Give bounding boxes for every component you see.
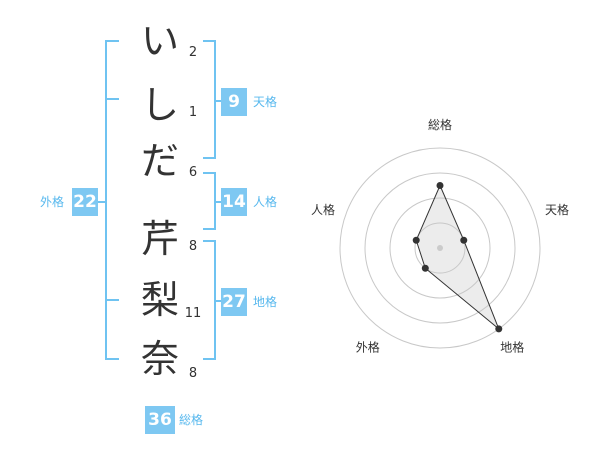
jinkaku-value-badge: 14 xyxy=(221,188,247,216)
tenkaku-bracket-bottom-tick xyxy=(203,157,216,159)
given-char-2: 梨 xyxy=(140,278,179,322)
radar-ring xyxy=(339,147,541,349)
tenkaku-bracket-line xyxy=(214,40,216,159)
jinkaku-bracket-connector xyxy=(214,201,222,203)
jinkaku-bracket-top-tick xyxy=(203,172,216,174)
chikaku-value-badge: 27 xyxy=(221,288,247,316)
tenkaku-label: 天格 xyxy=(253,95,278,109)
outer-bracket-connector xyxy=(95,201,105,203)
stroke-count-given-2: 11 xyxy=(184,306,202,321)
radar-ring xyxy=(414,222,466,274)
outer-bracket-top-tick xyxy=(105,40,119,42)
chikaku-label: 地格 xyxy=(253,295,278,309)
outer-bracket-bottom-tick xyxy=(105,358,119,360)
stroke-count-surname-1: 2 xyxy=(188,45,198,60)
tenkaku-value-badge: 9 xyxy=(221,88,247,116)
outer-bracket-tick-given-2 xyxy=(105,299,119,301)
radar-center-dot xyxy=(437,245,443,251)
outer-bracket-line xyxy=(105,40,107,360)
jinkaku-bracket-bottom-tick xyxy=(203,228,216,230)
stroke-count-surname-2: 1 xyxy=(188,105,198,120)
soukaku-value-badge: 36 xyxy=(145,406,175,434)
radar-axis-label: 地格 xyxy=(500,340,524,355)
outer-bracket-tick-surname-1 xyxy=(105,98,119,100)
radar-axis-label: 外格 xyxy=(356,340,380,355)
radar-ring xyxy=(364,172,516,324)
radar-polygon xyxy=(415,184,500,330)
stroke-count-surname-3: 6 xyxy=(188,165,198,180)
chikaku-bracket-connector xyxy=(214,300,222,302)
radar-ring xyxy=(389,197,491,299)
surname-char-1: い xyxy=(140,19,179,63)
radar-point-1 xyxy=(436,182,444,189)
radar-point-3 xyxy=(495,325,503,333)
surname-char-2: し xyxy=(140,83,179,127)
tenkaku-bracket-top-tick xyxy=(203,40,216,42)
soukaku-label: 総格 xyxy=(179,413,204,427)
gaikaku-value-badge: 22 xyxy=(72,188,98,216)
radar-point-4 xyxy=(421,264,429,272)
radar-axis-label: 天格 xyxy=(545,202,569,217)
jinkaku-label: 人格 xyxy=(253,195,278,209)
chikaku-bracket-top-tick xyxy=(203,240,216,242)
given-char-1: 芹 xyxy=(140,217,179,261)
stroke-count-given-1: 8 xyxy=(188,239,198,254)
tenkaku-bracket-connector xyxy=(214,100,222,102)
chikaku-bracket-bottom-tick xyxy=(203,358,216,360)
radar-axis-label: 総格 xyxy=(428,117,452,132)
given-char-3: 奈 xyxy=(140,337,179,381)
surname-char-3: だ xyxy=(140,139,179,183)
radar-point-2 xyxy=(460,236,468,244)
radar-point-5 xyxy=(412,236,420,244)
radar-axis-label: 人格 xyxy=(311,202,335,217)
gaikaku-label: 外格 xyxy=(40,195,65,209)
stroke-count-given-3: 8 xyxy=(188,366,198,381)
